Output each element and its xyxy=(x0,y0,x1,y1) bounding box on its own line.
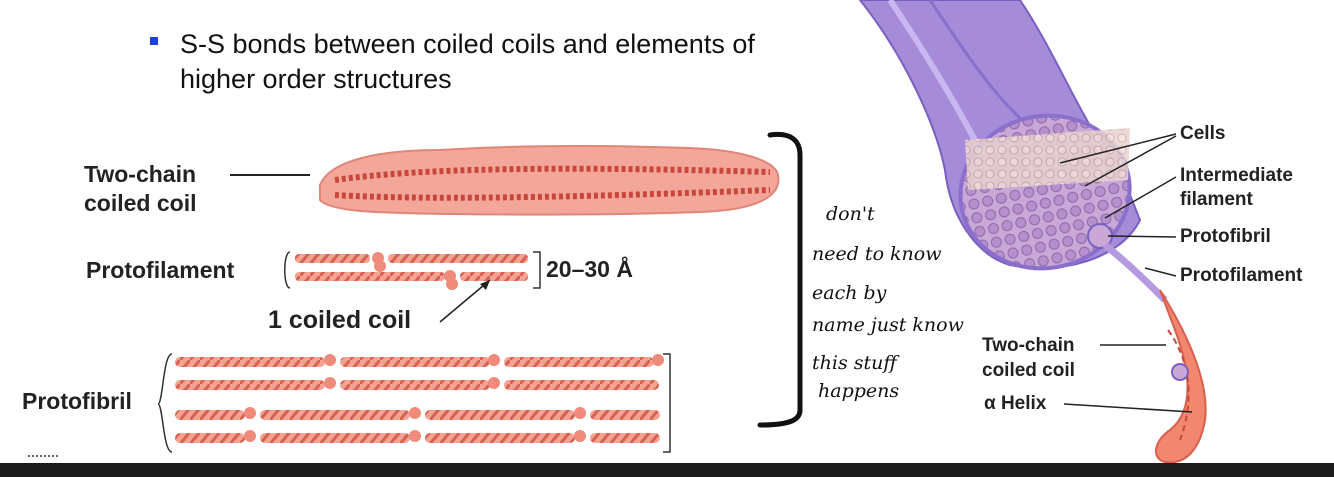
two-chain-label-line-2: coiled coil xyxy=(84,190,197,216)
bottom-bar xyxy=(0,463,1334,477)
intermediate-leader xyxy=(1104,176,1177,219)
cells-leader-2 xyxy=(1084,135,1177,187)
hair-strand-image xyxy=(858,0,1207,464)
cells-leader-1 xyxy=(1059,133,1177,164)
intermediate-label-line-1: Intermediate xyxy=(1180,165,1293,186)
bullet-line-2: higher order structures xyxy=(180,64,452,94)
bullet-text: S-S bonds between coiled coils and eleme… xyxy=(180,27,755,97)
corner-mark xyxy=(28,455,58,458)
one-coiled-coil-arrow xyxy=(439,279,491,323)
handwritten-bracket xyxy=(757,131,803,428)
handwritten-line-6: happens xyxy=(818,380,900,402)
two-chain-right-line-2: coiled coil xyxy=(982,360,1075,381)
protofibril-label: Protofibril xyxy=(22,388,132,414)
handwritten-line-4: name just know xyxy=(812,314,964,336)
protofilament-image xyxy=(284,251,541,290)
width-label: 20–30 Å xyxy=(546,256,633,282)
handwritten-line-5: this stuff xyxy=(812,352,897,374)
two-chain-coiled-coil-label: Two-chain coiled coil xyxy=(84,160,196,218)
alpha-helix-label: α Helix xyxy=(984,393,1047,414)
two-chain-right-line-1: Two-chain xyxy=(982,335,1075,356)
handwritten-line-1: don't xyxy=(826,203,875,225)
handwritten-line-2: need to know xyxy=(812,243,942,265)
protofilament-label: Protofilament xyxy=(86,257,235,283)
alpha-helix-leader xyxy=(1063,403,1193,413)
protofibril-image xyxy=(157,353,671,453)
bullet-line-1: S-S bonds between coiled coils and eleme… xyxy=(180,29,755,59)
intermediate-filament-label: Intermediate filament xyxy=(1180,164,1293,212)
protofilament-right-label: Protofilament xyxy=(1180,265,1303,286)
two-chain-label-line-1: Two-chain xyxy=(84,161,197,187)
one-coiled-coil-label: 1 coiled coil xyxy=(268,306,412,334)
protofibril-right-label: Protofibril xyxy=(1180,226,1271,247)
protofibril-leader xyxy=(1107,235,1177,238)
bullet-marker xyxy=(150,37,158,45)
two-chain-right-label: Two-chain coiled coil xyxy=(982,333,1075,383)
two-chain-coiled-coil-image xyxy=(319,144,780,216)
protofilament-leader xyxy=(1144,267,1177,277)
intermediate-label-line-2: filament xyxy=(1180,189,1253,210)
handwritten-line-3: each by xyxy=(812,282,887,304)
cells-label: Cells xyxy=(1180,123,1226,144)
